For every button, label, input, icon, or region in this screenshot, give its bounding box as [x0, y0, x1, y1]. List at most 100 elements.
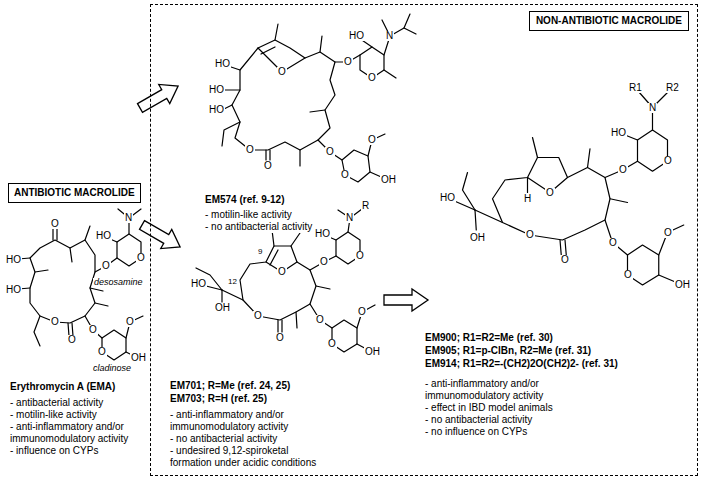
erythromycin-structure-part [85, 316, 102, 338]
property-note: - influence on CYPs [10, 445, 98, 457]
atom-label: O [340, 170, 350, 180]
erythromycin-structure-part [126, 316, 143, 338]
atom-label: O [125, 317, 135, 327]
em574-structure-part [224, 105, 232, 109]
em900-structure-part [475, 210, 476, 230]
atom-label: O [101, 261, 111, 271]
locant-number: 12 [227, 278, 238, 286]
atom-label: O [136, 253, 146, 263]
atom-label: O [608, 238, 618, 248]
atom-label: R [361, 201, 370, 211]
property-note: - motilin-like activity [205, 209, 292, 221]
em900-structure-part [610, 199, 628, 203]
em900-structure-part [588, 149, 591, 168]
em900-structure-part [463, 173, 476, 211]
atom-label: O [355, 251, 365, 261]
atom-label: OH [130, 353, 147, 363]
atom-label: HO [214, 59, 231, 69]
property-note: - no influence on CYPs [425, 426, 527, 438]
em701-structure-part [281, 320, 282, 332]
erythromycin-structure-part [95, 303, 108, 306]
erythromycin-structure-part [90, 288, 103, 291]
atom-label: O [275, 333, 285, 343]
reaction-arrows [135, 76, 429, 311]
property-note: - effect in IBD model animals [425, 402, 553, 414]
atom-label: O [88, 325, 98, 335]
em574-structure-part [269, 150, 270, 160]
em701-structure-part [296, 312, 297, 328]
em701-structure-part [310, 304, 332, 328]
compound-name: EM914; R1=R2=-(CH2)2O(CH2)2- (ref. 31) [425, 358, 618, 371]
em701-structure [196, 206, 375, 352]
atom-label: HO [190, 279, 207, 289]
erythromycin-structure-part [85, 226, 90, 240]
em701-structure-part [310, 256, 336, 270]
property-note: - antibacterial activity [10, 397, 103, 409]
compound-name: EM905; R1=p-ClBn, R2=Me (ref. 31) [425, 345, 591, 358]
atom-label: O [245, 145, 255, 155]
atom-label: O [367, 135, 377, 145]
atom-label: N [345, 213, 354, 223]
erythromycin-structure-part [52, 228, 53, 240]
erythromycin-structure-part [35, 270, 48, 272]
compound-name: EM574 (ref. 9-12) [205, 194, 284, 207]
em900-structure-part [475, 210, 503, 223]
atom-label: O [560, 255, 570, 265]
atom-label: HO [208, 85, 225, 95]
atom-label: O [67, 335, 77, 345]
erythromycin-structure-part [70, 248, 72, 262]
reaction-arrows-part [384, 289, 428, 311]
property-note: - anti-inflammatory and/or immunomodulat… [170, 409, 330, 433]
atom-label: O [525, 230, 535, 240]
em900-structure-part [565, 240, 566, 255]
reaction-arrows-part [135, 76, 184, 117]
em574-structure-part [318, 140, 342, 160]
compound-name: EM900; R1=R2=Me (ref. 30) [425, 332, 553, 345]
atom-label: O [367, 73, 377, 83]
erythromycin-structure-part [30, 240, 95, 323]
atom-label: O [343, 57, 353, 67]
em701-structure-part [222, 290, 243, 300]
atom-label: OH [380, 175, 397, 185]
atom-label: HO [314, 229, 331, 239]
em701-structure-part [357, 305, 375, 328]
property-note: - motilin-like activity [10, 409, 97, 421]
atom-label: O [357, 307, 367, 317]
em900-structure-part [533, 138, 538, 158]
atom-label: HO [95, 231, 112, 241]
atom-label: HO [5, 285, 22, 295]
atom-label: O [325, 147, 335, 157]
em701-structure-part [221, 290, 222, 302]
em574-structure-part [222, 122, 240, 146]
atom-label: N [648, 103, 657, 113]
atom-label: O [50, 219, 60, 229]
atom-label: O [663, 228, 673, 238]
em900-structure [455, 88, 684, 286]
atom-label: H [523, 194, 532, 204]
erythromycin-structure [18, 209, 143, 360]
em701-structure-part [277, 320, 278, 332]
em574-structure-part [275, 24, 278, 40]
atom-label: R2 [665, 83, 680, 93]
em574-structure-part [299, 150, 300, 166]
em574-structure-part [320, 36, 322, 52]
atom-label: OH [364, 347, 381, 357]
atom-label: HO [5, 255, 22, 265]
atom-label: O [327, 339, 337, 349]
compound-name: Erythromycin A (EMA) [10, 381, 115, 394]
atom-label: O [623, 270, 633, 280]
reaction-arrows-part [137, 215, 186, 256]
em701-structure-part [270, 250, 278, 265]
em900-structure-part [659, 225, 684, 255]
atom-label: OH [214, 303, 231, 313]
em900-structure-part [605, 220, 628, 255]
atom-label: HO [348, 31, 365, 41]
atom-label: OH [674, 280, 691, 290]
atom-label: O [277, 67, 287, 77]
locant-number: 9 [257, 248, 263, 256]
em574-structure [222, 14, 416, 182]
erythromycin-structure-part [56, 228, 57, 240]
atom-label: O [263, 161, 273, 171]
